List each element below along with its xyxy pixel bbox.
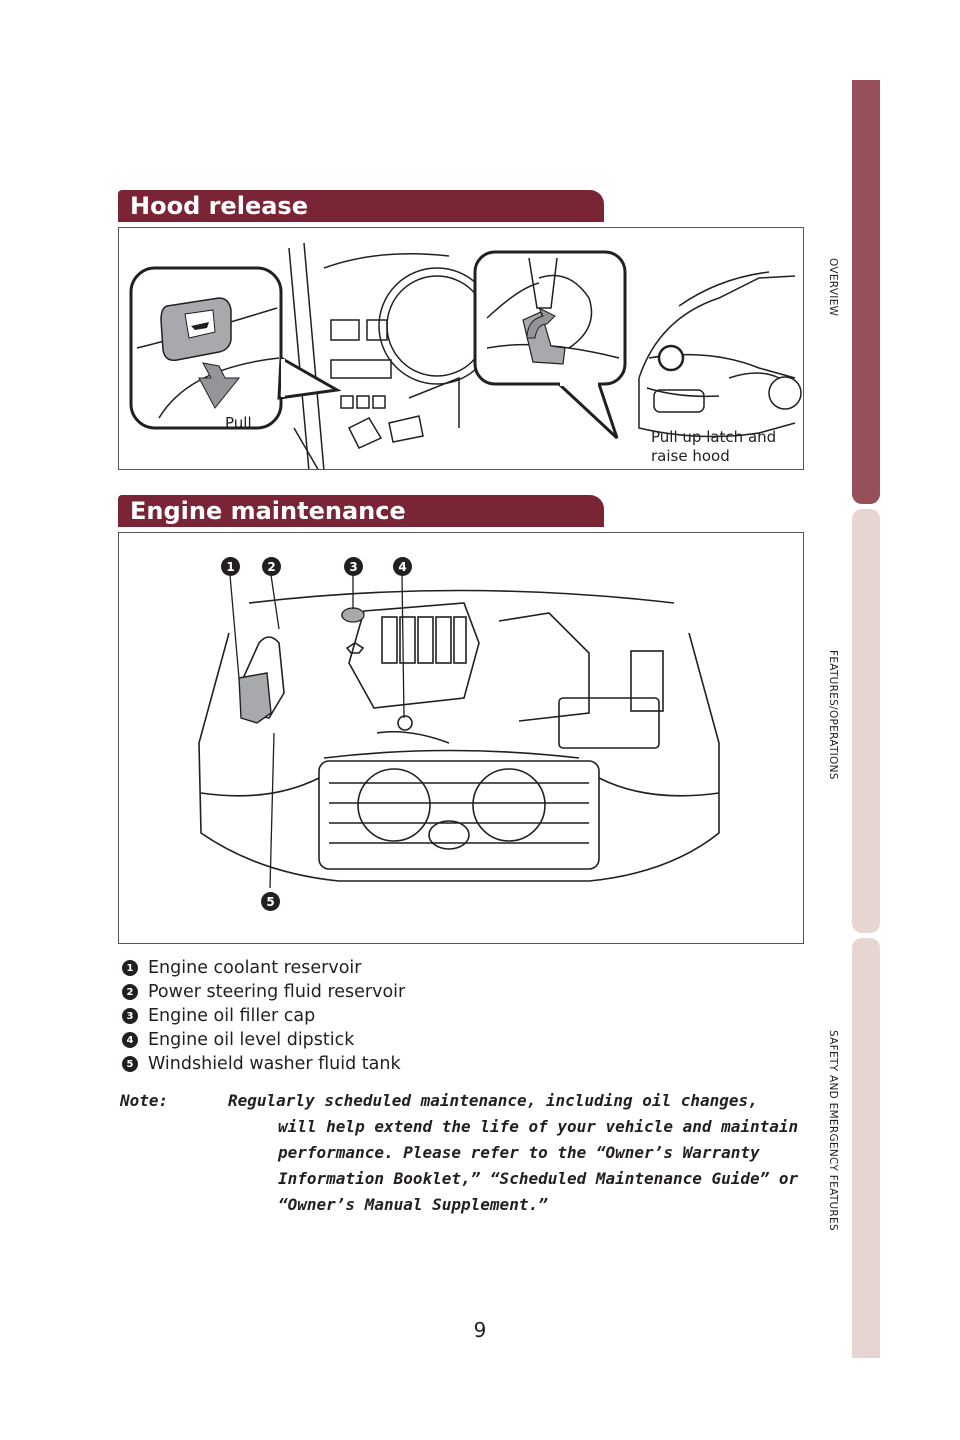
hood-release-drawing	[129, 242, 802, 469]
engine-maintenance-heading: Engine maintenance	[118, 495, 604, 527]
hood-release-illustration: Pull Pull up latch and raise hood	[118, 227, 804, 470]
side-tab-overview[interactable]	[852, 80, 880, 504]
callout-4: 4	[393, 557, 412, 576]
note-prefix: Note:	[120, 1091, 169, 1110]
latch-label-line-2: raise hood	[651, 447, 730, 465]
maintenance-note: Note: Regularly scheduled maintenance, i…	[120, 1088, 800, 1218]
legend-label: Engine oil level dipstick	[148, 1030, 355, 1050]
legend-item: 3 Engine oil filler cap	[122, 1004, 405, 1028]
legend-number: 1	[122, 960, 138, 976]
callout-5: 5	[261, 892, 280, 911]
legend-label: Engine oil filler cap	[148, 1006, 316, 1026]
legend-item: 5 Windshield washer fluid tank	[122, 1052, 405, 1076]
engine-bay-illustration: 1 2 3 4 5	[118, 532, 804, 944]
engine-bay-drawing	[198, 574, 720, 889]
hood-release-heading: Hood release	[118, 190, 604, 222]
legend-number: 2	[122, 984, 138, 1000]
page-number: 9	[473, 1318, 487, 1342]
note-text: Regularly scheduled maintenance, includi…	[120, 1088, 800, 1218]
callout-2: 2	[262, 557, 281, 576]
note-body: Regularly scheduled maintenance, includi…	[228, 1091, 799, 1214]
callout-3: 3	[344, 557, 363, 576]
side-label-safety: SAFETY AND EMERGENCY FEATURES	[827, 1030, 839, 1231]
side-label-overview: OVERVIEW	[827, 258, 839, 317]
legend-item: 2 Power steering fluid reservoir	[122, 980, 405, 1004]
engine-parts-legend: 1 Engine coolant reservoir 2 Power steerin…	[122, 956, 405, 1076]
legend-number: 3	[122, 1008, 138, 1024]
legend-label: Power steering fluid reservoir	[148, 982, 406, 1002]
legend-item: 4 Engine oil level dipstick	[122, 1028, 405, 1052]
legend-number: 4	[122, 1032, 138, 1048]
pull-label: Pull	[225, 414, 252, 432]
legend-label: Windshield washer fluid tank	[148, 1054, 401, 1074]
legend-label: Engine coolant reservoir	[148, 958, 362, 978]
legend-number: 5	[122, 1056, 138, 1072]
side-label-features: FEATURES/OPERATIONS	[827, 650, 839, 780]
callout-1: 1	[221, 557, 240, 576]
side-tab-features[interactable]	[852, 509, 880, 933]
latch-label-line-1: Pull up latch and	[651, 428, 777, 446]
side-tab-safety[interactable]	[852, 938, 880, 1358]
latch-label: Pull up latch and raise hood	[651, 428, 776, 466]
legend-item: 1 Engine coolant reservoir	[122, 956, 405, 980]
